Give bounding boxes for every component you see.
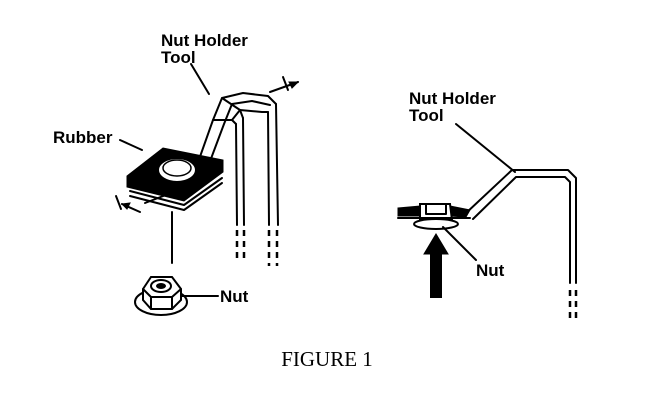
right-tool-leader bbox=[455, 123, 516, 173]
push-up-arrow bbox=[423, 233, 449, 298]
right-holder-plate bbox=[397, 203, 471, 230]
right-tool-label-line2: Tool bbox=[409, 106, 444, 125]
rubber-leader bbox=[119, 139, 143, 151]
left-tool-label-line2: Tool bbox=[161, 48, 196, 67]
left-nut-holder-assembly bbox=[115, 63, 300, 316]
left-dimension-lines bbox=[115, 76, 300, 213]
right-nut-label: Nut bbox=[476, 261, 505, 280]
left-tool-strap bbox=[195, 92, 279, 266]
rubber-pad bbox=[126, 147, 224, 211]
figure-caption: FIGURE 1 bbox=[281, 347, 373, 371]
left-tool-leader bbox=[190, 63, 210, 95]
rubber-label: Rubber bbox=[53, 128, 113, 147]
left-nut-label: Nut bbox=[220, 287, 249, 306]
right-nut-leader bbox=[442, 226, 477, 261]
left-flange-nut bbox=[134, 276, 188, 316]
right-nut-holder-assembly bbox=[397, 123, 578, 320]
right-tool-strap bbox=[464, 169, 578, 320]
right-tool-label-line1: Nut Holder bbox=[409, 89, 496, 108]
left-tool-label-line1: Nut Holder bbox=[161, 31, 248, 50]
